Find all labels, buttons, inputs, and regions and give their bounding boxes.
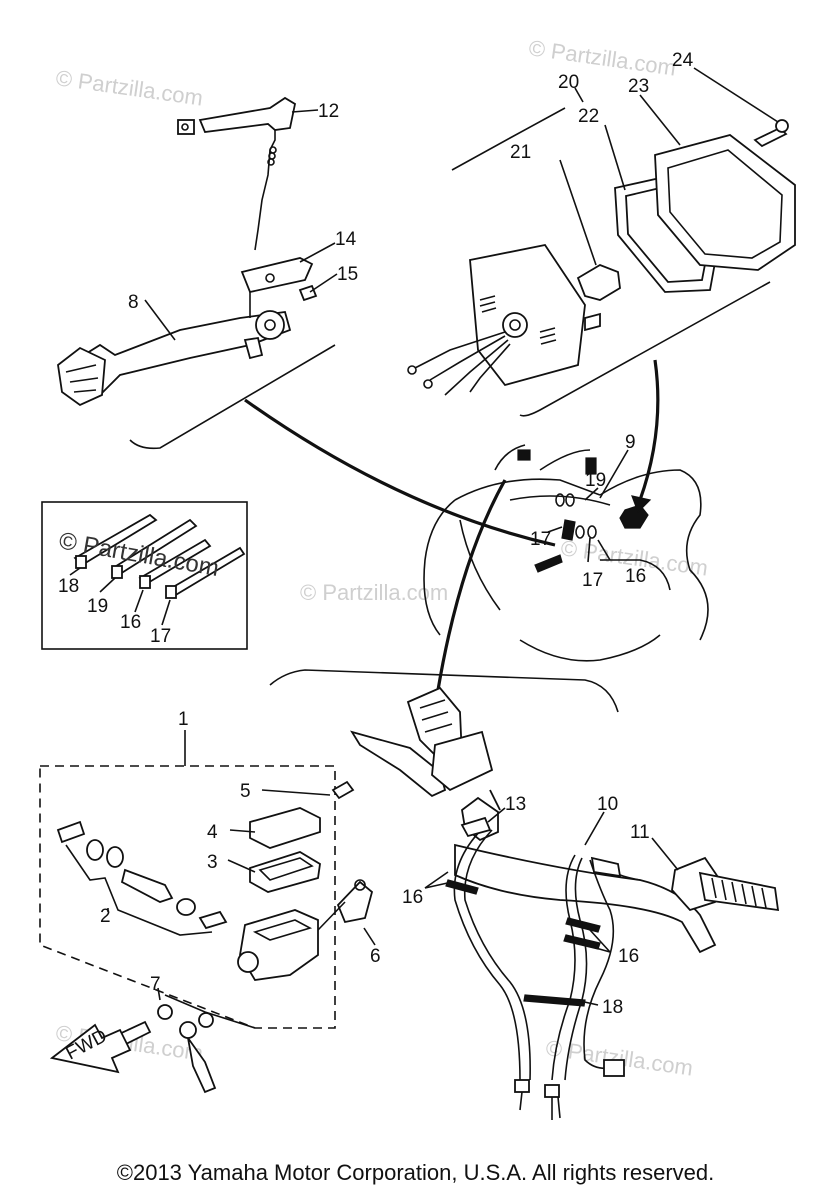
- brake-pedal-group: [57, 96, 338, 450]
- callout-19a: 19: [87, 596, 108, 617]
- callout-3: 3: [207, 852, 218, 873]
- callout-19b: 19: [585, 470, 606, 491]
- callout-17b: 17: [530, 529, 551, 550]
- callout-13: 13: [505, 794, 526, 815]
- watermark: © Partzilla.com: [54, 65, 204, 110]
- callout-9: 9: [625, 432, 636, 453]
- callout-2: 2: [100, 906, 111, 927]
- handlebar-harness-group: [269, 669, 780, 1120]
- callout-4: 4: [207, 822, 218, 843]
- callout-22: 22: [578, 106, 599, 127]
- callout-16a: 16: [625, 566, 646, 587]
- callout-18a: 18: [58, 576, 79, 597]
- callout-16b: 16: [120, 612, 141, 633]
- callout-17a: 17: [150, 626, 171, 647]
- tail-light-group: [407, 67, 796, 417]
- callout-16d: 16: [618, 946, 639, 967]
- callout-14: 14: [335, 229, 357, 250]
- callout-21: 21: [510, 142, 531, 163]
- watermark: © Partzilla.com: [527, 35, 677, 80]
- copyright-notice: ©2013 Yamaha Motor Corporation, U.S.A. A…: [116, 1160, 715, 1185]
- callout-23: 23: [628, 76, 649, 97]
- callout-1: 1: [178, 709, 189, 730]
- callout-6: 6: [370, 946, 381, 967]
- callout-15: 15: [337, 264, 358, 285]
- atv-outline: [244, 359, 709, 691]
- master-cylinder-group: FWD: [39, 730, 376, 1094]
- callout-7: 7: [150, 974, 161, 995]
- forward-arrow-icon: [49, 1023, 132, 1074]
- callout-10: 10: [597, 794, 618, 815]
- callout-5: 5: [240, 781, 251, 802]
- callout-8: 8: [128, 292, 139, 313]
- inset-watermark: © Partzilla.com: [57, 527, 221, 582]
- callout-24: 24: [672, 50, 694, 71]
- callout-18b: 18: [602, 997, 623, 1018]
- callout-20: 20: [558, 72, 579, 93]
- callout-16c: 16: [402, 887, 423, 908]
- callout-12: 12: [318, 101, 339, 122]
- callout-11: 11: [630, 822, 650, 843]
- callout-17c: 17: [582, 570, 603, 591]
